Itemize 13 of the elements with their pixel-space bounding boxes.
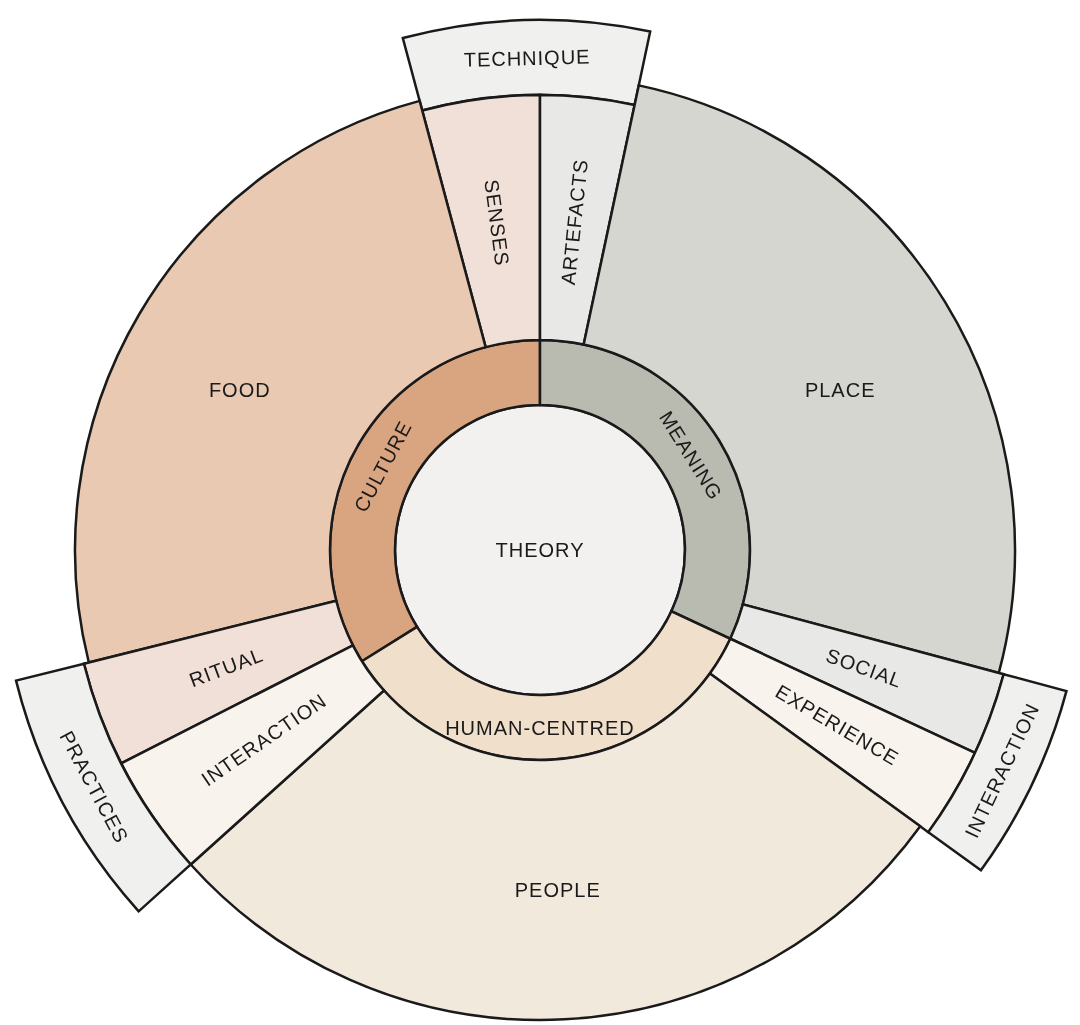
segment-label: HUMAN-CENTRED	[445, 717, 635, 739]
segment-label: FOOD	[208, 379, 271, 402]
ring-segment	[360, 610, 732, 762]
sector-segment	[538, 93, 636, 346]
segment-label: ARTEFACTS	[556, 157, 593, 286]
segment-label: PLACE	[804, 379, 876, 402]
outer-band-segment	[927, 673, 1068, 872]
segment-label: TECHNIQUE	[463, 45, 591, 71]
segment-label: PEOPLE	[514, 878, 601, 901]
outer-band-segment	[401, 18, 652, 112]
segment-label: THEORY	[495, 539, 585, 561]
segment-label: SENSES	[480, 178, 514, 268]
sector-segment	[421, 93, 542, 349]
